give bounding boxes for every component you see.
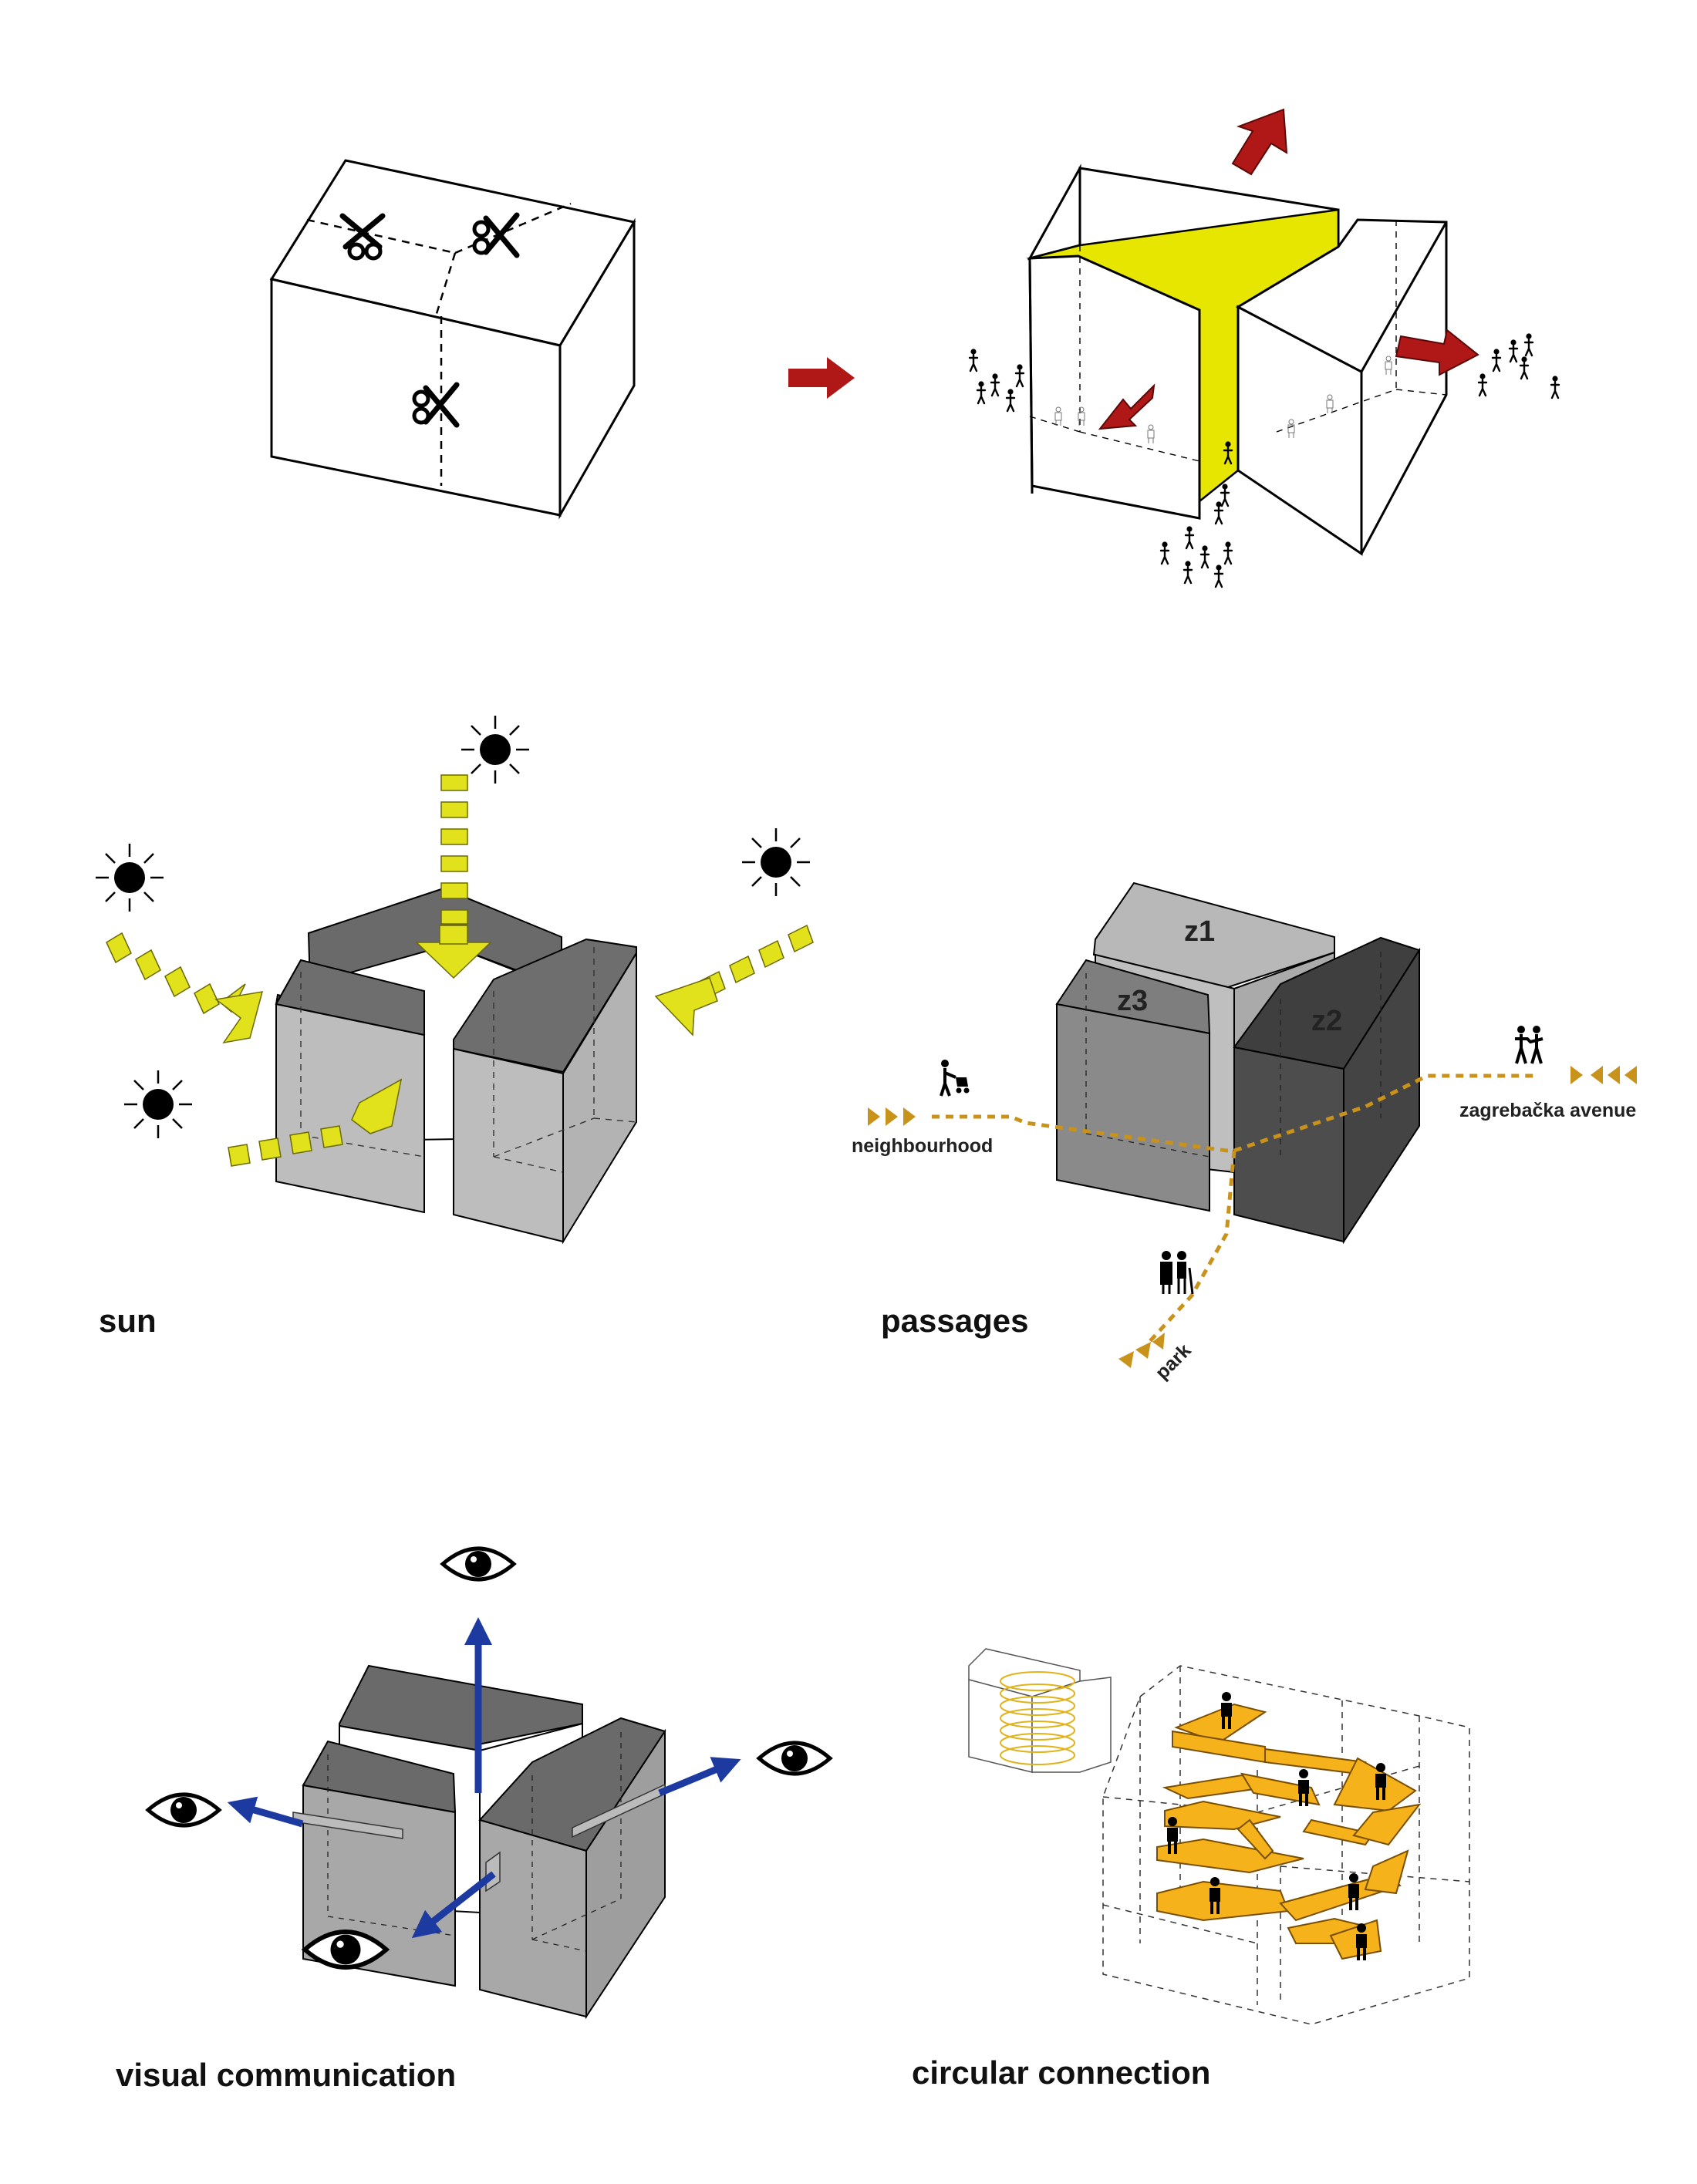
arrow-right-icon xyxy=(788,357,855,399)
caption-passages: passages xyxy=(881,1303,1028,1339)
sun-diagram xyxy=(94,714,814,1245)
split-blocks-diagram xyxy=(968,108,1560,588)
eye-icon xyxy=(759,1743,830,1774)
eye-icon xyxy=(443,1549,514,1579)
zone-label-z1: z1 xyxy=(1184,915,1215,948)
sun-icon xyxy=(123,1069,194,1140)
arrow-right-red-icon xyxy=(1395,329,1479,376)
label-park: park xyxy=(1151,1340,1195,1384)
sun-icon xyxy=(460,714,531,785)
sun-ray-arrow xyxy=(654,924,814,1036)
visual-communication-diagram xyxy=(148,1549,830,2020)
passage-path xyxy=(932,1073,1535,1343)
spiral-stair-icon xyxy=(968,1648,1112,1773)
sun-ray-arrow xyxy=(106,932,264,1044)
circulation-floors xyxy=(1156,1703,1422,1960)
label-zagrebacka-avenue: zagrebačka avenue xyxy=(1459,1100,1636,1121)
sun-ray-arrow xyxy=(228,1078,403,1167)
cut-box-diagram xyxy=(269,159,636,520)
sun-ray-arrow xyxy=(415,774,492,979)
circular-connection-diagram xyxy=(968,1648,1470,2025)
couple-icon xyxy=(1515,1026,1543,1064)
zone-label-z2: z2 xyxy=(1311,1005,1342,1037)
caption-visual-communication: visual communication xyxy=(116,2057,456,2093)
label-neighbourhood: neighbourhood xyxy=(852,1135,993,1157)
sun-icon xyxy=(94,842,165,913)
eye-icon xyxy=(148,1795,219,1825)
stroller-person-icon xyxy=(940,1060,970,1097)
view-arrow xyxy=(227,1617,741,1939)
arrow-up-red-icon xyxy=(1231,108,1288,176)
passages-diagram: z1 z2 z3 xyxy=(852,881,1637,1384)
passage-arrowheads xyxy=(868,1066,1637,1368)
zone-label-z3: z3 xyxy=(1117,985,1148,1017)
caption-sun: sun xyxy=(99,1303,157,1339)
arrow-down-red-icon xyxy=(1098,383,1156,430)
elderly-couple-icon xyxy=(1160,1251,1194,1295)
sun-icon xyxy=(741,827,811,898)
caption-circular-connection: circular connection xyxy=(912,2054,1210,2091)
